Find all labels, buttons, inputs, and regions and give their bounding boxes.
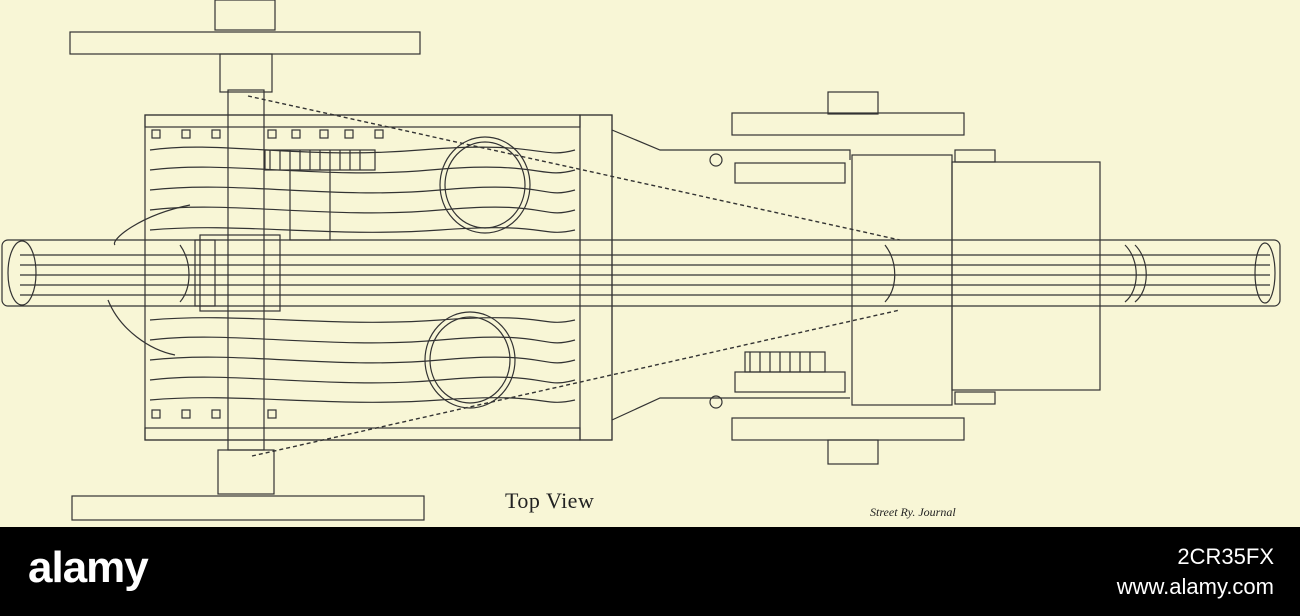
- front-wheel-bottom: [731, 417, 965, 441]
- main-beam: [1, 239, 1281, 307]
- rope-coil-top: [439, 136, 531, 234]
- stock-footer-bar: [0, 527, 1300, 616]
- chain-upper: [247, 95, 901, 241]
- chain-lower: [251, 309, 901, 457]
- brand-logo: alamy: [28, 543, 149, 592]
- top-view-schematic: [1, 0, 1281, 521]
- rope-coil-bottom: [424, 311, 516, 409]
- rear-wheel-top: [69, 31, 421, 55]
- image-id-label: 2CR35FX: [1177, 544, 1274, 569]
- drawing-caption: Top View: [505, 488, 595, 513]
- site-url-label: www.alamy.com: [1116, 574, 1274, 599]
- source-credit: Street Ry. Journal: [870, 505, 956, 519]
- engraving-drawing: Top View Street Ry. Journal: [0, 0, 1300, 527]
- rear-wheel-bottom: [71, 495, 425, 521]
- rear-axle: [227, 89, 265, 451]
- front-wheel-top: [731, 112, 965, 136]
